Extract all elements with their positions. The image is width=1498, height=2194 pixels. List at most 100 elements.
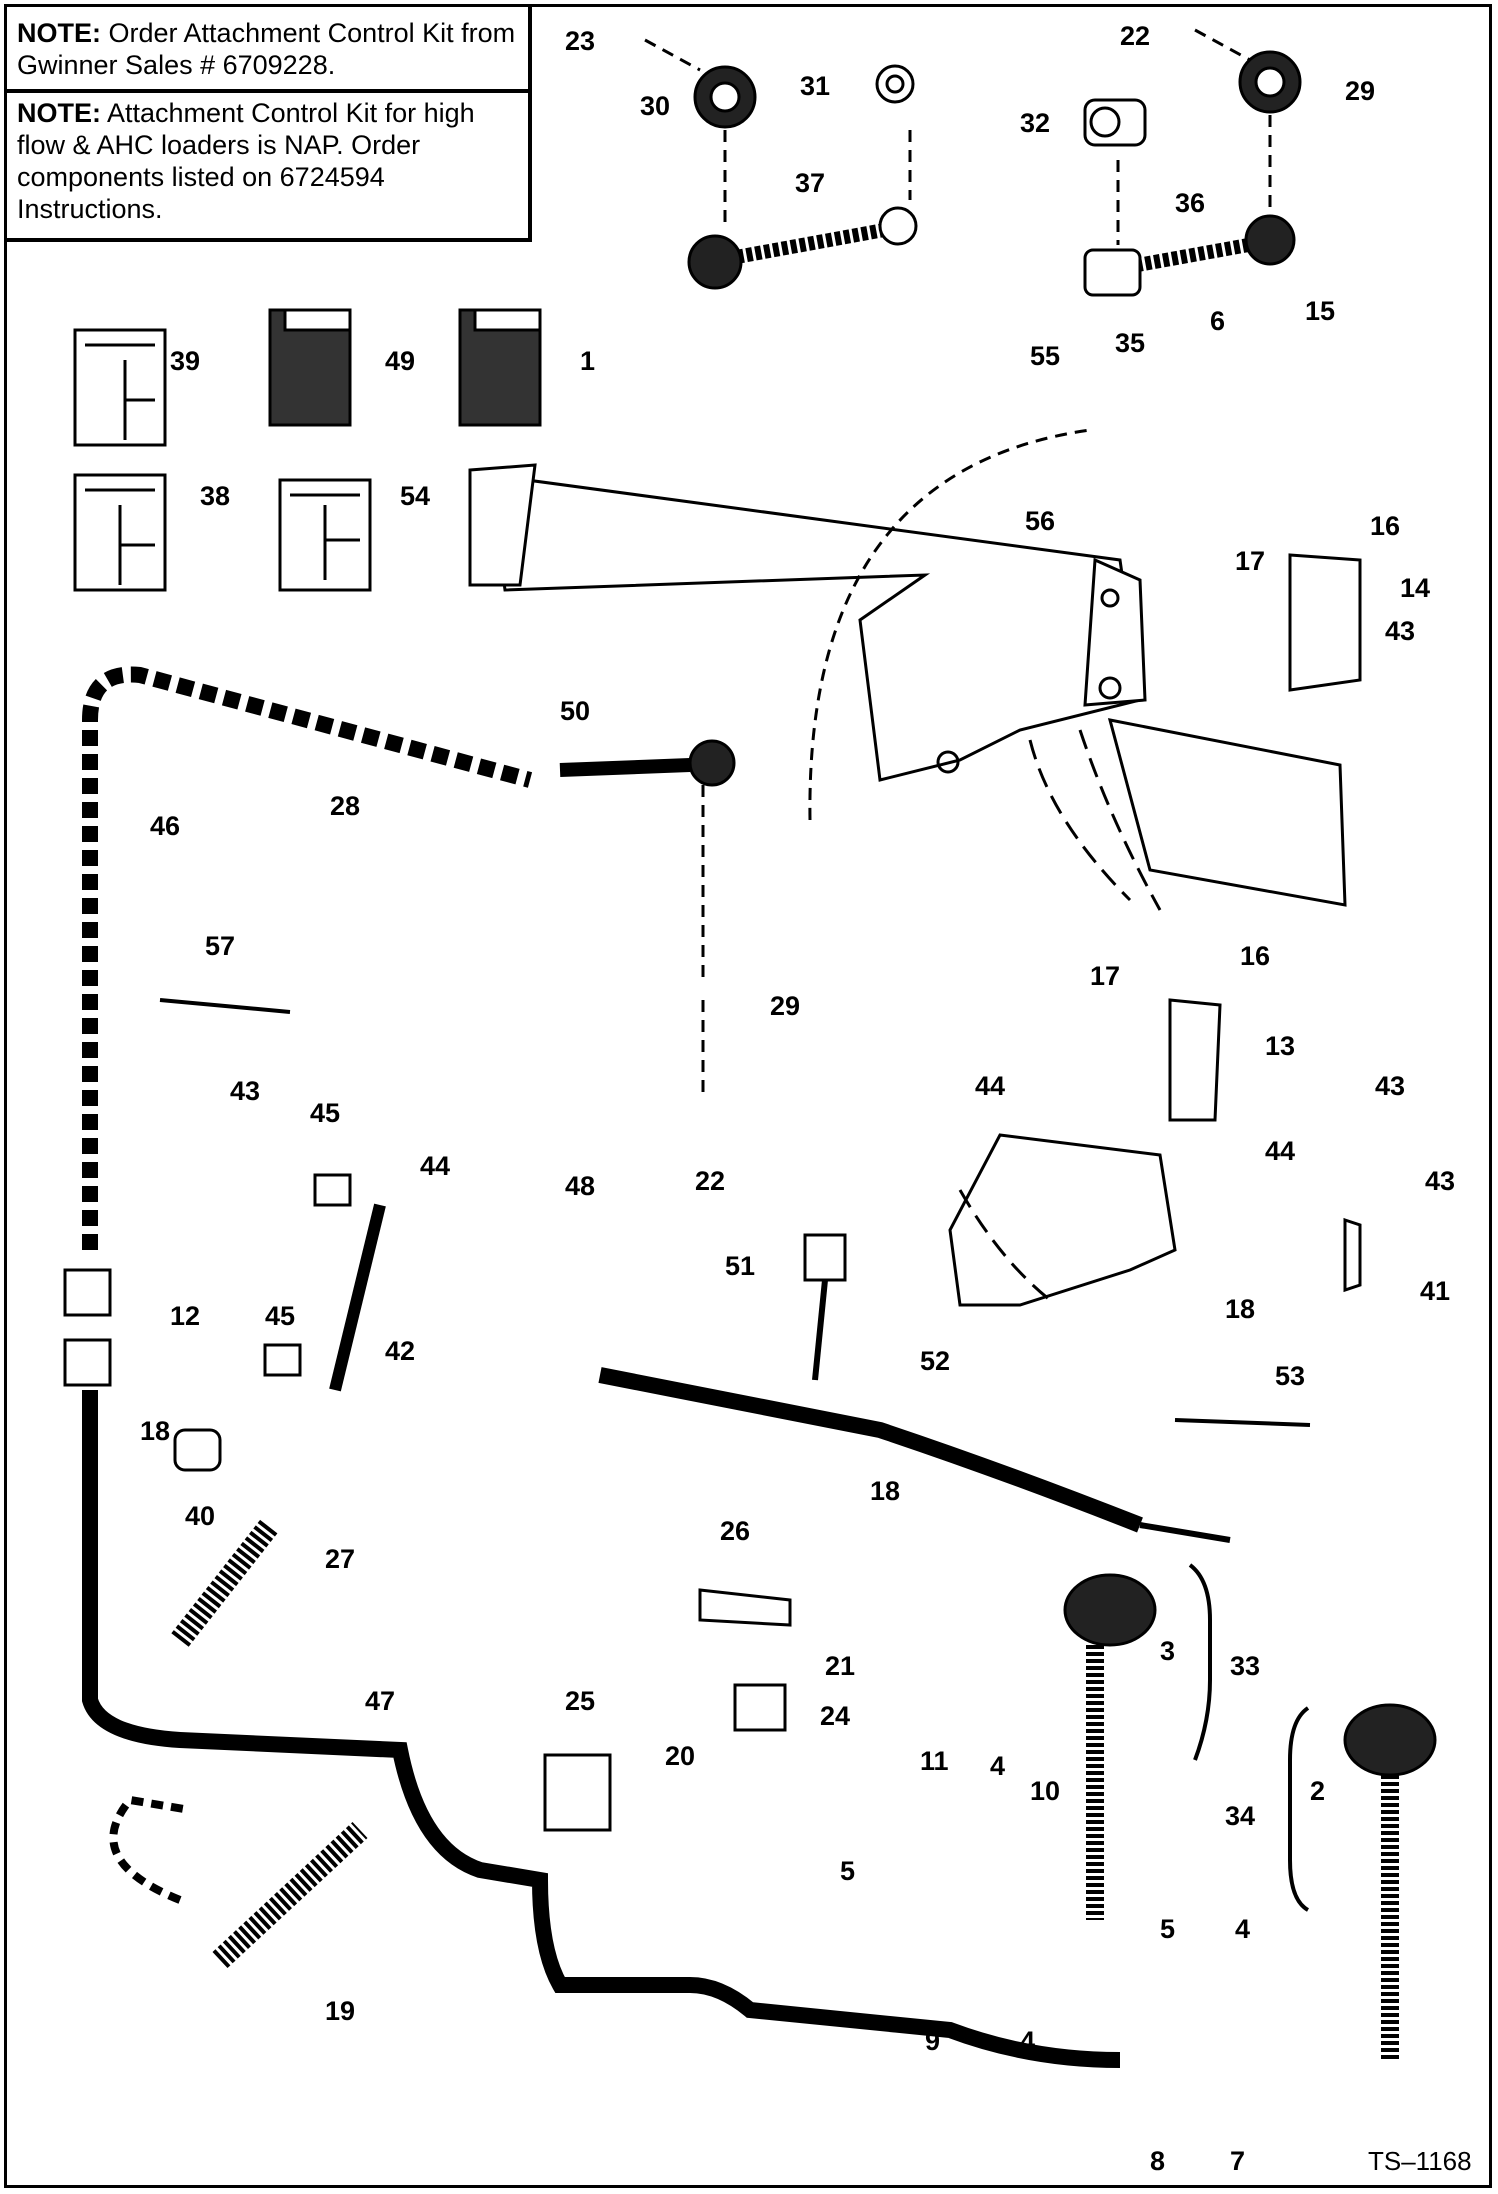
note-high-flow: NOTE: Attachment Control Kit for high fl… xyxy=(17,97,517,225)
svg-text:54: 54 xyxy=(400,481,430,511)
connector-12 xyxy=(63,1268,112,1470)
svg-text:51: 51 xyxy=(725,1251,755,1281)
module-25 xyxy=(543,1753,612,1832)
svg-text:17: 17 xyxy=(1090,961,1120,991)
svg-text:18: 18 xyxy=(140,1416,170,1446)
svg-text:44: 44 xyxy=(420,1151,450,1181)
manual-49 xyxy=(268,308,352,427)
bracket-13 xyxy=(1168,998,1222,1122)
harness-19 xyxy=(109,1795,368,1969)
svg-text:38: 38 xyxy=(200,481,230,511)
svg-text:44: 44 xyxy=(1265,1136,1295,1166)
svg-text:24: 24 xyxy=(820,1701,850,1731)
harness-46 xyxy=(82,666,736,1250)
connector-31-part xyxy=(875,64,915,104)
svg-text:43: 43 xyxy=(1425,1166,1455,1196)
svg-text:23: 23 xyxy=(565,26,595,56)
harness-27 xyxy=(171,1518,279,1647)
svg-text:36: 36 xyxy=(1175,188,1205,218)
svg-text:10: 10 xyxy=(1030,1776,1060,1806)
svg-text:46: 46 xyxy=(150,811,180,841)
note-text: Order Attachment Control Kit from Gwinne… xyxy=(17,18,516,80)
drawing-reference: TS–1168 xyxy=(1368,2146,1472,2176)
loader-arm xyxy=(468,463,1347,911)
handle-2 xyxy=(1343,1703,1437,2060)
callout-labels: 23 30 31 37 22 29 32 36 39 49 1 38 54 55… xyxy=(140,21,1455,2176)
manual-1 xyxy=(458,308,542,427)
cable-36 xyxy=(1083,214,1296,297)
svg-text:42: 42 xyxy=(385,1336,415,1366)
svg-text:7: 7 xyxy=(1230,2146,1245,2176)
svg-text:43: 43 xyxy=(1375,1071,1405,1101)
svg-text:27: 27 xyxy=(325,1544,355,1574)
svg-text:35: 35 xyxy=(1115,328,1145,358)
svg-text:8: 8 xyxy=(1150,2146,1165,2176)
note-label: NOTE: xyxy=(17,98,101,128)
svg-text:3: 3 xyxy=(1160,1636,1175,1666)
svg-text:28: 28 xyxy=(330,791,360,821)
svg-text:45: 45 xyxy=(265,1301,295,1331)
svg-text:57: 57 xyxy=(205,931,235,961)
svg-text:40: 40 xyxy=(185,1501,215,1531)
connector-32-part xyxy=(1083,98,1147,147)
decal-54 xyxy=(278,478,372,592)
svg-text:4: 4 xyxy=(990,1751,1005,1781)
clamp-45 xyxy=(263,1173,352,1377)
notes-box: NOTE: Order Attachment Control Kit from … xyxy=(7,7,532,242)
svg-text:49: 49 xyxy=(385,346,415,376)
cable-37 xyxy=(687,206,918,290)
decal-38 xyxy=(73,473,167,592)
lower-arm-assembly xyxy=(948,1133,1177,1307)
handle-3 xyxy=(1063,1573,1157,1920)
svg-text:16: 16 xyxy=(1370,511,1400,541)
svg-text:37: 37 xyxy=(795,168,825,198)
svg-text:29: 29 xyxy=(1345,76,1375,106)
svg-text:47: 47 xyxy=(365,1686,395,1716)
svg-text:26: 26 xyxy=(720,1516,750,1546)
bracket-41 xyxy=(1343,1217,1362,1293)
svg-text:30: 30 xyxy=(640,91,670,121)
svg-text:5: 5 xyxy=(840,1856,855,1886)
svg-text:11: 11 xyxy=(920,1746,949,1776)
harness-52 xyxy=(598,1367,1231,1543)
svg-text:32: 32 xyxy=(1020,108,1050,138)
bracket-26 xyxy=(698,1588,792,1627)
connector-30-part xyxy=(693,65,757,129)
svg-text:21: 21 xyxy=(825,1651,855,1681)
svg-text:52: 52 xyxy=(920,1346,950,1376)
note-order-kit: NOTE: Order Attachment Control Kit from … xyxy=(17,17,517,81)
svg-text:18: 18 xyxy=(870,1476,900,1506)
svg-text:22: 22 xyxy=(1120,21,1150,51)
bracket-14 xyxy=(1288,553,1362,692)
svg-text:56: 56 xyxy=(1025,506,1055,536)
svg-text:12: 12 xyxy=(170,1301,200,1331)
svg-text:41: 41 xyxy=(1420,1276,1450,1306)
clamp-40 xyxy=(173,1428,222,1472)
svg-text:1: 1 xyxy=(580,346,595,376)
svg-text:4: 4 xyxy=(1020,2026,1035,2056)
svg-text:18: 18 xyxy=(1225,1294,1255,1324)
relay-24 xyxy=(733,1683,787,1732)
svg-text:17: 17 xyxy=(1235,546,1265,576)
svg-text:31: 31 xyxy=(800,71,830,101)
note-label: NOTE: xyxy=(17,18,101,48)
bar-42 xyxy=(329,1203,386,1392)
svg-text:43: 43 xyxy=(230,1076,260,1106)
drawing-border xyxy=(4,4,1492,2188)
svg-text:43: 43 xyxy=(1385,616,1415,646)
svg-text:33: 33 xyxy=(1230,1651,1260,1681)
svg-text:19: 19 xyxy=(325,1996,355,2026)
svg-text:16: 16 xyxy=(1240,941,1270,971)
svg-text:50: 50 xyxy=(560,696,590,726)
manual-39 xyxy=(73,328,167,447)
svg-text:29: 29 xyxy=(770,991,800,1021)
svg-text:20: 20 xyxy=(665,1741,695,1771)
svg-text:53: 53 xyxy=(1275,1361,1305,1391)
connector-29-part xyxy=(1238,50,1302,114)
svg-text:25: 25 xyxy=(565,1686,595,1716)
note-divider xyxy=(7,89,532,93)
svg-text:6: 6 xyxy=(1210,306,1225,336)
svg-text:34: 34 xyxy=(1225,1801,1255,1831)
svg-text:39: 39 xyxy=(170,346,200,376)
